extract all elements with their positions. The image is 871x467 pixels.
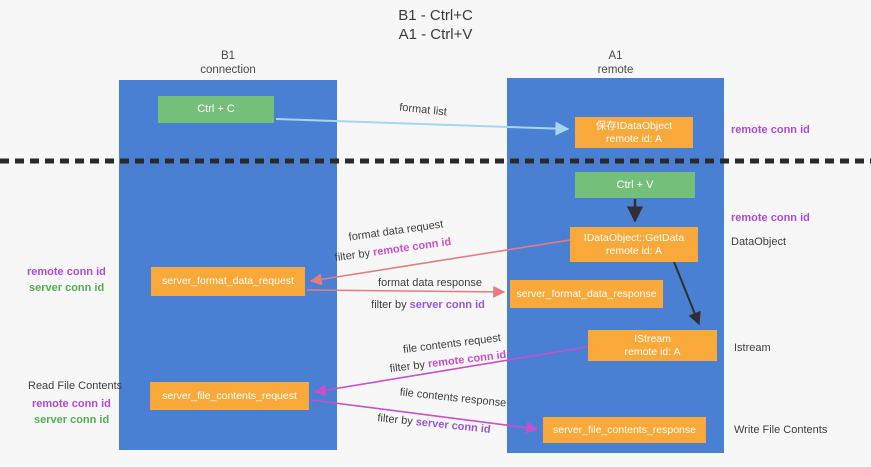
right-label-istream: Istream bbox=[734, 342, 771, 354]
node-server-file-contents-request: server_file_contents_request bbox=[150, 382, 309, 410]
right-label-dataobject: DataObject bbox=[731, 236, 787, 248]
title-line-1: B1 - Ctrl+C bbox=[398, 7, 473, 24]
arrow-format-data-request bbox=[309, 239, 571, 286]
node-server-file-contents-response: server_file_contents_response bbox=[543, 417, 706, 443]
node-server-format-data-response: server_format_data_response bbox=[510, 280, 663, 308]
filter-by-text: filter by bbox=[371, 299, 410, 311]
left-label-read-file-contents: Read File Contents bbox=[28, 380, 123, 392]
right-label-write-file-contents: Write File Contents bbox=[734, 424, 828, 436]
node-store-idataobject-line1: 保存IDataObject bbox=[595, 119, 673, 132]
left-label-remote-conn-id-2: remote conn id bbox=[32, 398, 111, 410]
node-ctrl-c-label: Ctrl + C bbox=[197, 103, 235, 115]
lane-a1-subtitle: remote bbox=[597, 64, 634, 76]
arrow-format-data-response bbox=[306, 285, 506, 298]
lane-b1-subtitle: connection bbox=[200, 64, 256, 76]
right-label-remote-conn-id-1: remote conn id bbox=[731, 124, 810, 136]
node-ctrl-c: Ctrl + C bbox=[158, 96, 274, 123]
arrow-file-contents-request bbox=[313, 346, 588, 397]
diagram-title: B1 - Ctrl+C A1 - Ctrl+V bbox=[0, 6, 871, 44]
arrow-getdata-to-istream bbox=[673, 261, 701, 326]
node-idataobject-getdata-line1: IDataObject::GetData bbox=[583, 231, 685, 244]
arrow-format-list bbox=[275, 118, 570, 136]
node-ctrl-v-label: Ctrl + V bbox=[616, 178, 654, 191]
label-filter-by-server-conn-id-1: filter by server conn id bbox=[371, 299, 485, 311]
node-istream-line2: remote id: A bbox=[624, 345, 681, 358]
node-store-idataobject: 保存IDataObject remote id: A bbox=[575, 117, 693, 148]
node-idataobject-getdata: IDataObject::GetData remote id: A bbox=[570, 227, 698, 262]
lane-b1-name: B1 bbox=[220, 50, 236, 62]
label-format-data-response: format data response bbox=[378, 277, 482, 289]
left-label-remote-conn-id-1: remote conn id bbox=[27, 266, 106, 278]
node-idataobject-getdata-line2: remote id: A bbox=[605, 244, 663, 257]
lane-header-a1: A1 remote bbox=[507, 49, 724, 77]
node-server-format-data-response-label: server_format_data_response bbox=[516, 287, 657, 300]
left-label-server-conn-id-2: server conn id bbox=[34, 414, 110, 426]
node-server-format-data-request-label: server_format_data_request bbox=[162, 275, 294, 287]
node-server-file-contents-response-label: server_file_contents_response bbox=[552, 423, 696, 436]
right-label-remote-conn-id-2: remote conn id bbox=[731, 212, 810, 224]
lane-a1-name: A1 bbox=[608, 50, 623, 62]
lane-header-b1: B1 connection bbox=[119, 49, 337, 77]
node-store-idataobject-line2: remote id: A bbox=[605, 132, 663, 145]
server-conn-id-text: server conn id bbox=[409, 299, 485, 311]
arrow-file-contents-response bbox=[310, 399, 539, 434]
left-label-server-conn-id-1: server conn id bbox=[29, 282, 105, 294]
node-istream: IStream remote id: A bbox=[588, 330, 717, 361]
node-ctrl-v: Ctrl + V bbox=[575, 172, 695, 198]
title-line-2: A1 - Ctrl+V bbox=[398, 26, 473, 43]
node-server-file-contents-request-label: server_file_contents_request bbox=[162, 389, 297, 402]
node-server-format-data-request: server_format_data_request bbox=[151, 267, 305, 296]
node-istream-line1: IStream bbox=[634, 332, 671, 345]
